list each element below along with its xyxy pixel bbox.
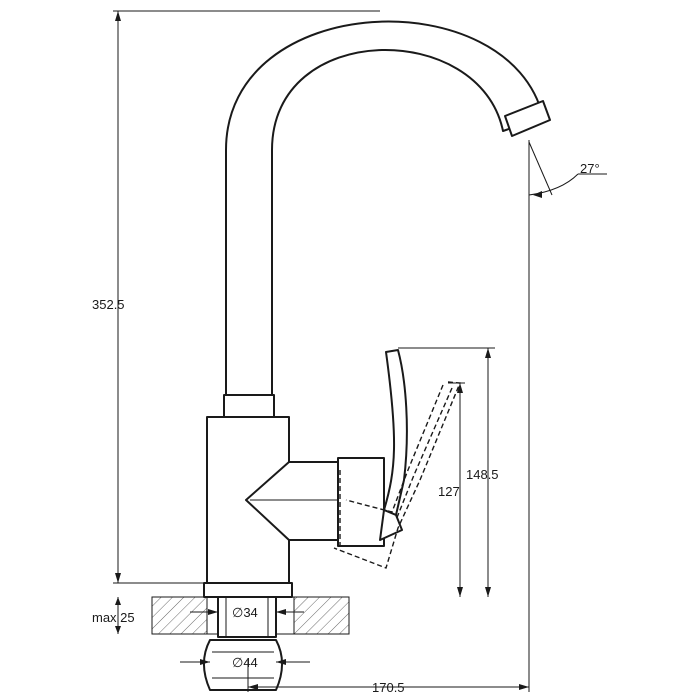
cartridge-cap xyxy=(337,457,385,547)
lever-height-label: 148.5 xyxy=(466,467,499,482)
hole-diameter-label: ∅34 xyxy=(232,605,258,620)
total-height-label: 352.5 xyxy=(92,297,125,312)
counter-thickness-label: max 25 xyxy=(92,610,135,625)
nut-diameter-label: ∅44 xyxy=(232,655,258,670)
aerator xyxy=(504,100,551,137)
spout-angle-label: 27° xyxy=(580,161,600,176)
reach-label: 170.5 xyxy=(372,680,405,695)
spout-collar xyxy=(223,394,275,418)
base-ring xyxy=(203,582,293,598)
lever-handle xyxy=(383,349,408,516)
spout xyxy=(225,20,551,396)
dimension-lines xyxy=(113,10,607,692)
body-height-label: 127 xyxy=(438,484,460,499)
mounting-shank xyxy=(217,596,277,638)
handle-housing xyxy=(245,461,339,541)
